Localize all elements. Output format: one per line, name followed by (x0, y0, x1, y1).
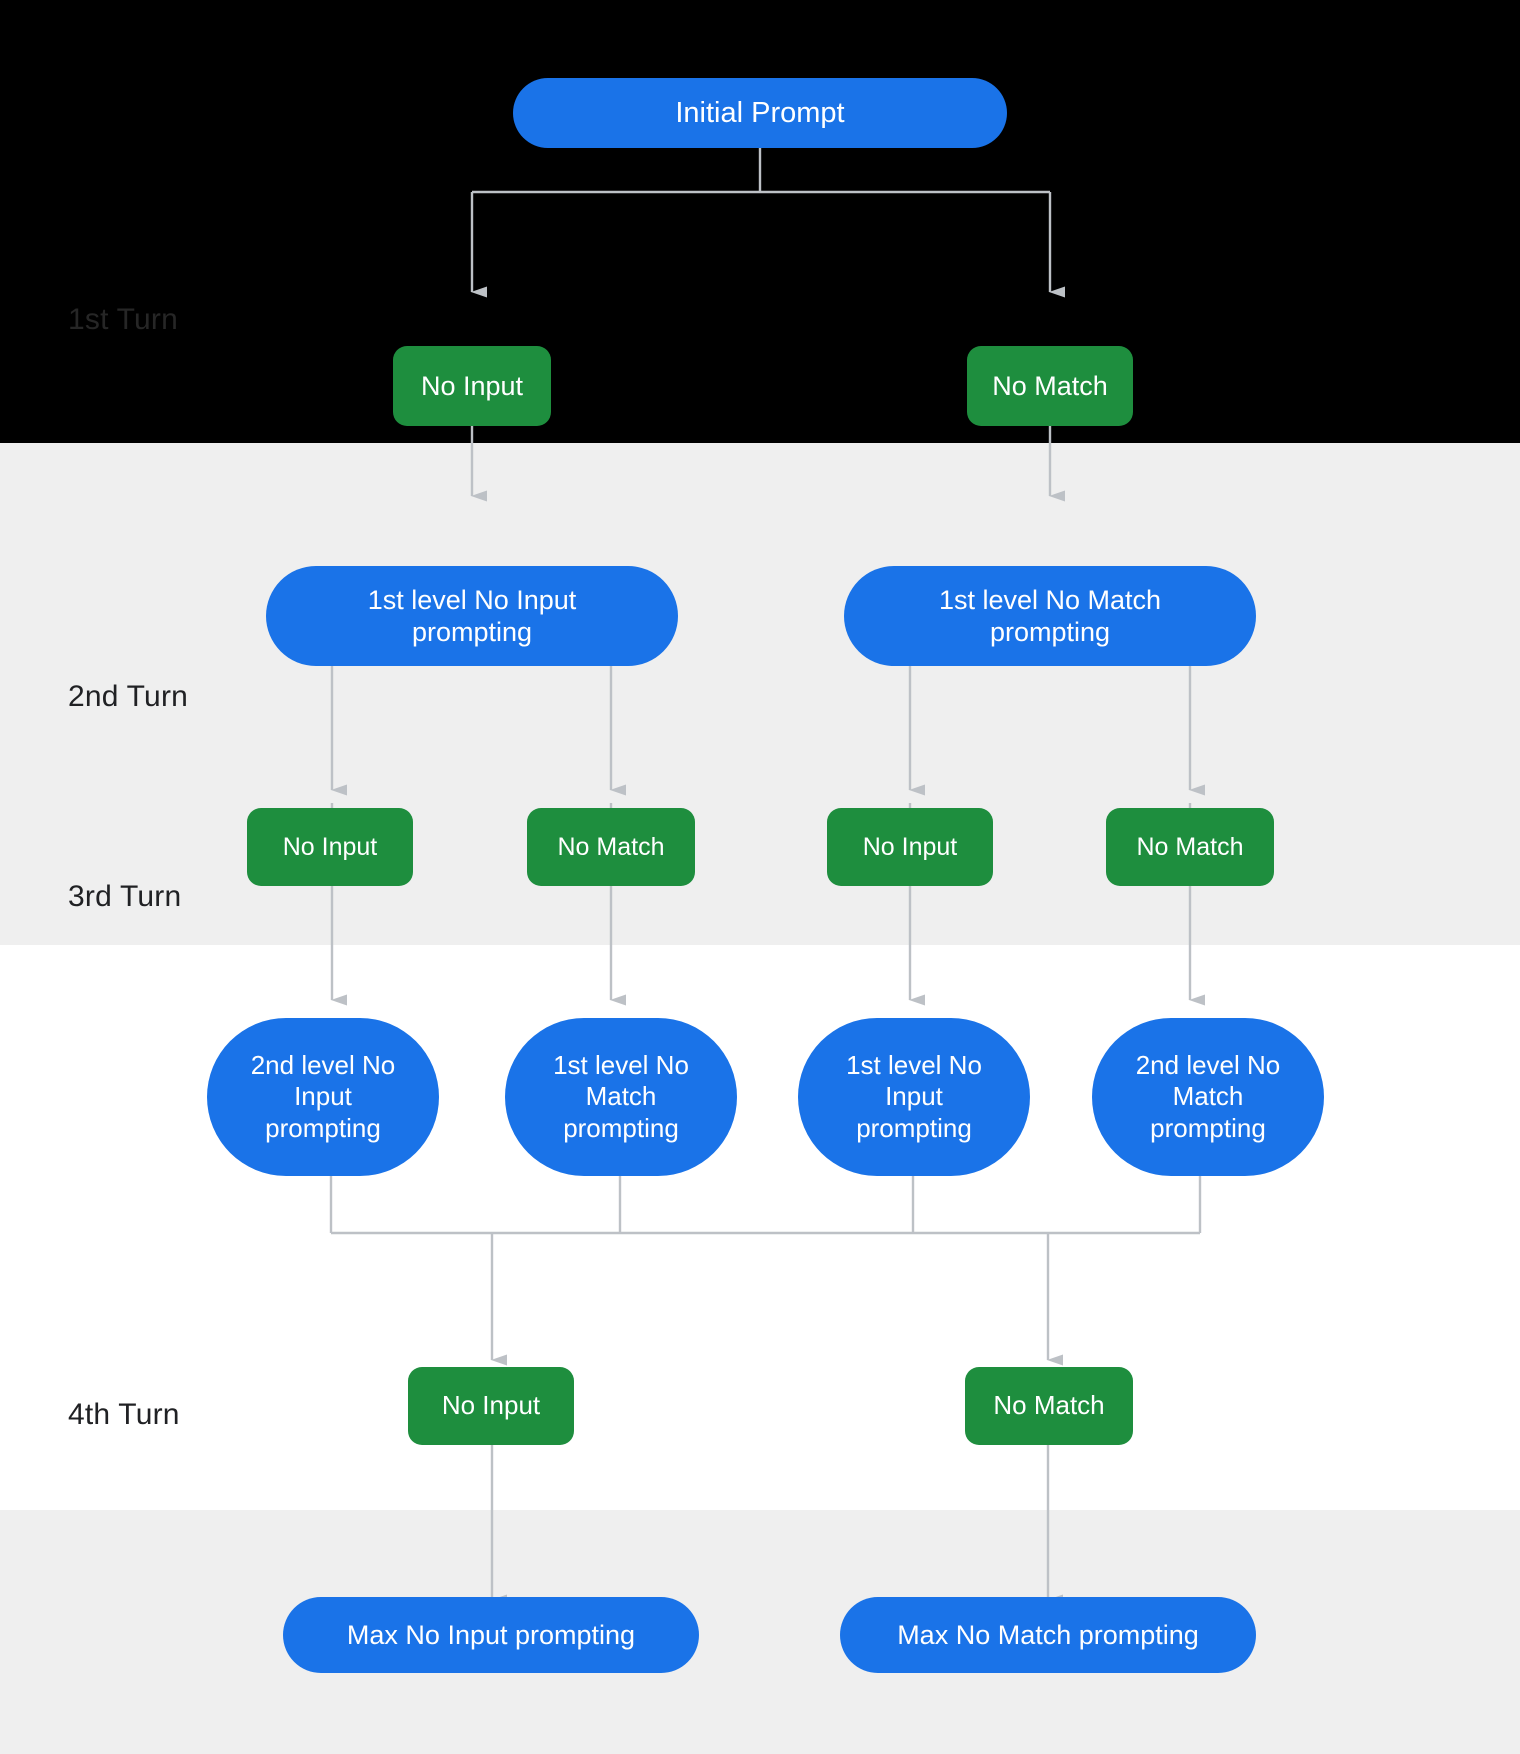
node-t2-no-match-a[interactable]: No Match (527, 808, 695, 886)
node-label: Max No Input prompting (346, 1619, 636, 1650)
node-t2-prompt-no-input[interactable]: 1st level No Input prompting (266, 566, 678, 666)
turn-label-1st: 1st Turn (68, 303, 178, 336)
node-initial-prompt[interactable]: Initial Prompt (513, 78, 1007, 148)
node-t2-prompt-no-match[interactable]: 1st level No Match prompting (844, 566, 1256, 666)
node-t3-no-input[interactable]: No Input (408, 1367, 574, 1445)
node-label: No Input (282, 833, 378, 861)
node-label: No Match (992, 370, 1108, 401)
node-t1-no-match[interactable]: No Match (967, 346, 1133, 426)
turn-band-1 (0, 0, 1520, 443)
node-label: 1st level No Match prompting (553, 1050, 689, 1143)
node-label: 1st level No Input prompting (367, 584, 577, 647)
turn-label-3rd: 3rd Turn (68, 880, 182, 913)
node-t2-no-input-b[interactable]: No Input (827, 808, 993, 886)
node-label: No Match (993, 1390, 1105, 1421)
node-label: 2nd level No Input prompting (250, 1050, 396, 1143)
node-t3-prompt-1st-no-match[interactable]: 1st level No Match prompting (505, 1018, 737, 1176)
node-t3-prompt-1st-no-input[interactable]: 1st level No Input prompting (798, 1018, 1030, 1176)
node-t2-no-match-b[interactable]: No Match (1106, 808, 1274, 886)
node-label: Max No Match prompting (897, 1619, 1199, 1650)
node-t2-no-input-a[interactable]: No Input (247, 808, 413, 886)
node-label: No Match (1136, 833, 1244, 861)
node-t4-max-no-input[interactable]: Max No Input prompting (283, 1597, 699, 1673)
node-t3-prompt-2nd-no-input[interactable]: 2nd level No Input prompting (207, 1018, 439, 1176)
node-label: Initial Prompt (675, 96, 845, 129)
node-label: 1st level No Match prompting (938, 584, 1162, 647)
node-label: No Match (557, 833, 665, 861)
node-label: 2nd level No Match prompting (1135, 1050, 1281, 1143)
node-t3-prompt-2nd-no-match[interactable]: 2nd level No Match prompting (1092, 1018, 1324, 1176)
node-t3-no-match[interactable]: No Match (965, 1367, 1133, 1445)
node-t4-max-no-match[interactable]: Max No Match prompting (840, 1597, 1256, 1673)
turn-band-4 (0, 1510, 1520, 1754)
turn-label-2nd: 2nd Turn (68, 680, 189, 713)
node-label: No Input (420, 370, 524, 401)
node-label: No Input (441, 1390, 541, 1421)
node-label: No Input (862, 833, 958, 861)
node-label: 1st level No Input prompting (846, 1050, 982, 1143)
turn-label-4th: 4th Turn (68, 1398, 180, 1431)
node-t1-no-input[interactable]: No Input (393, 346, 551, 426)
